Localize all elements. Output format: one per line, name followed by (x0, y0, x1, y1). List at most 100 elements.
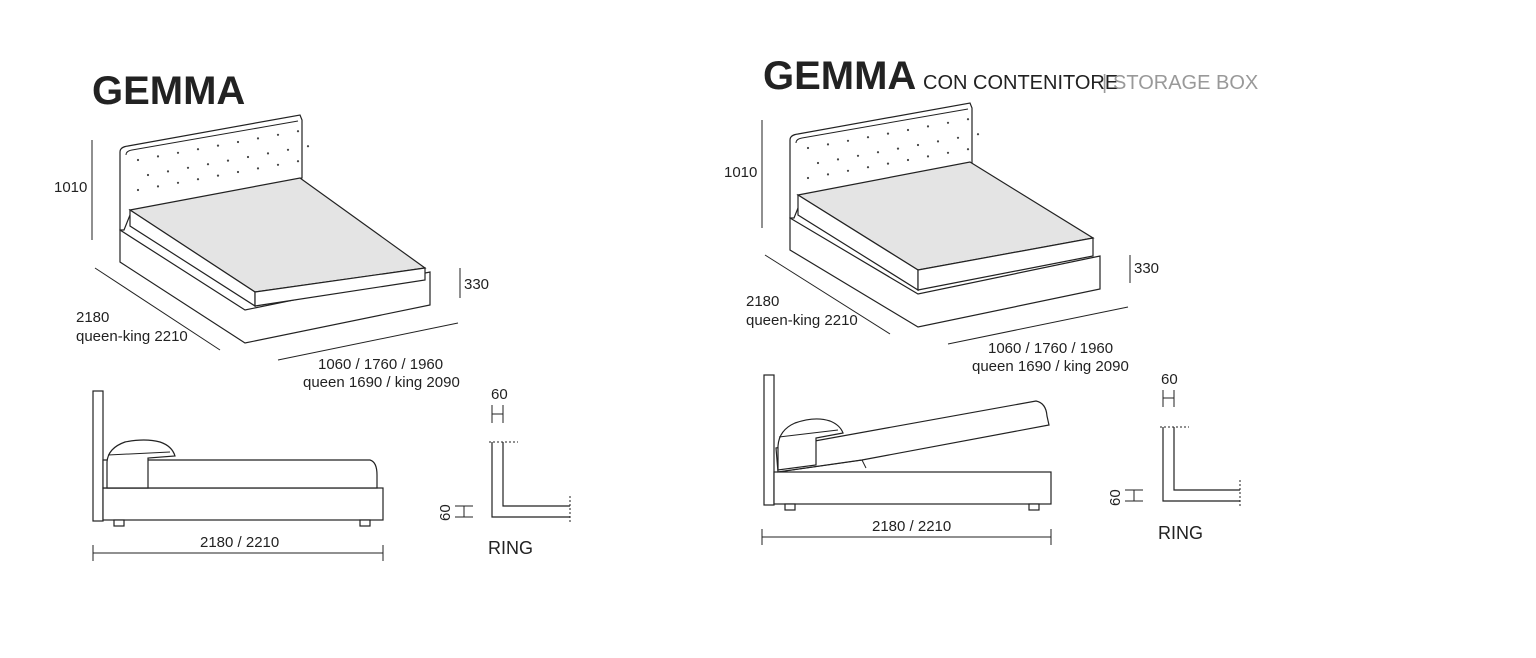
tufting-dot (856, 154, 860, 157)
left-side-view: 2180 / 2210 (92, 390, 384, 561)
right-ring-side-label: 60 (1107, 489, 1124, 506)
tufting-dot (196, 178, 200, 181)
left-side-pillow-fold (107, 451, 171, 456)
right-height-label: 1010 (724, 164, 757, 181)
tufting-dot (966, 148, 970, 151)
tufting-dot (166, 170, 170, 173)
tufting-dot (976, 133, 980, 136)
tufting-dot (826, 143, 830, 146)
right-ring-inner (1173, 427, 1240, 491)
left-ring-profile: 60 60 RING (437, 386, 571, 558)
right-side-headboard (763, 374, 775, 506)
left-side-mattress (102, 459, 378, 489)
left-width-alt-label: queen 1690 / king 2090 (303, 374, 460, 391)
right-width-dimline (947, 306, 1129, 345)
tufting-dot (266, 152, 270, 155)
right-length-label: 2180 (746, 293, 779, 310)
left-title: GEMMA (92, 69, 245, 113)
tufting-dot (246, 155, 250, 159)
right-title: GEMMA (763, 54, 916, 98)
tufting-dot (136, 158, 140, 162)
left-mattress-front (254, 267, 426, 307)
right-side-pillow-fold (778, 429, 839, 438)
left-side-foot-1 (113, 519, 125, 527)
tufting-dot (896, 147, 900, 150)
right-side-lift-hinge (777, 459, 867, 473)
tufting-dot (276, 133, 280, 136)
right-ring-outer (1162, 427, 1240, 502)
tufting-dot (286, 148, 290, 151)
tufting-dot (866, 166, 870, 169)
left-length-alt-label: queen-king 2210 (76, 328, 188, 345)
tufting-dot (236, 140, 240, 144)
left-ring-side-label: 60 (437, 504, 454, 521)
tufting-dot (226, 159, 230, 162)
tufting-dot (906, 158, 910, 162)
left-base (119, 228, 431, 344)
right-ring-label: RING (1158, 523, 1203, 543)
tufting-dot (176, 181, 180, 184)
right-side-foot-1 (784, 503, 796, 511)
tufting-dot (136, 188, 140, 192)
left-ring-inner (502, 442, 570, 507)
left-headboard-edge (125, 120, 299, 156)
right-tufting-dots (806, 118, 980, 180)
left-side-foot-2 (359, 519, 371, 527)
right-subtitle-en: STORAGE BOX (1113, 72, 1258, 94)
right-iso-view: 1010 330 2180 queen-king 2210 1060 / 176… (724, 102, 1159, 375)
right-base-height-label: 330 (1134, 260, 1159, 277)
tufting-dot (216, 144, 220, 147)
tufting-dot (296, 130, 300, 133)
left-length-label: 2180 (76, 309, 109, 326)
left-tufting-dots (136, 130, 310, 192)
tufting-dot (816, 161, 820, 165)
tufting-dot (806, 146, 810, 150)
left-side-base (102, 487, 384, 521)
left-side-headboard (92, 390, 104, 522)
right-side-foot-2 (1028, 503, 1040, 511)
left-side-pillow (106, 439, 176, 489)
right-subtitle: CON CONTENITORE (923, 72, 1118, 94)
left-height-label: 1010 (54, 179, 87, 196)
right-length-dimline (764, 254, 891, 335)
tufting-dot (296, 160, 300, 163)
tufting-dot (176, 151, 180, 154)
left-width-label: 1060 / 1760 / 1960 (318, 356, 443, 373)
tufting-dot (256, 137, 260, 140)
tufting-dot (216, 174, 220, 177)
tufting-dot (866, 136, 870, 139)
right-mattress-front (917, 237, 1094, 291)
right-side-length-label: 2180 / 2210 (872, 518, 951, 535)
left-panel-gemma: GEMMA 1010 330 2180 queen-king 2210 (54, 69, 571, 561)
tufting-dot (956, 136, 960, 139)
right-ring-profile: 60 60 RING (1107, 371, 1241, 543)
tufting-dot (186, 166, 190, 169)
tufting-dot (946, 121, 950, 124)
right-ring-top-label: 60 (1161, 371, 1178, 388)
left-ring-label: RING (488, 538, 533, 558)
tufting-dot (886, 162, 890, 165)
tufting-dot (836, 158, 840, 161)
left-side-length-label: 2180 / 2210 (200, 534, 279, 551)
tufting-dot (276, 163, 280, 166)
left-ring-top-label: 60 (491, 386, 508, 403)
right-length-alt-label: queen-king 2210 (746, 312, 858, 329)
tufting-dot (876, 151, 880, 154)
tufting-dot (826, 173, 830, 176)
tufting-dot (846, 139, 850, 142)
right-side-view: 2180 / 2210 (761, 374, 1052, 545)
tufting-dot (306, 145, 310, 148)
tufting-dot (936, 140, 940, 143)
tufting-dot (806, 176, 810, 180)
tufting-dot (966, 118, 970, 121)
tufting-dot (906, 128, 910, 132)
tufting-dot (886, 132, 890, 135)
left-base-height-label: 330 (464, 276, 489, 293)
right-base (789, 216, 1101, 328)
tufting-dot (156, 185, 160, 188)
left-ring-outer (491, 442, 570, 518)
tufting-dot (196, 148, 200, 151)
tufting-dot (916, 143, 920, 147)
tufting-dot (256, 167, 260, 170)
